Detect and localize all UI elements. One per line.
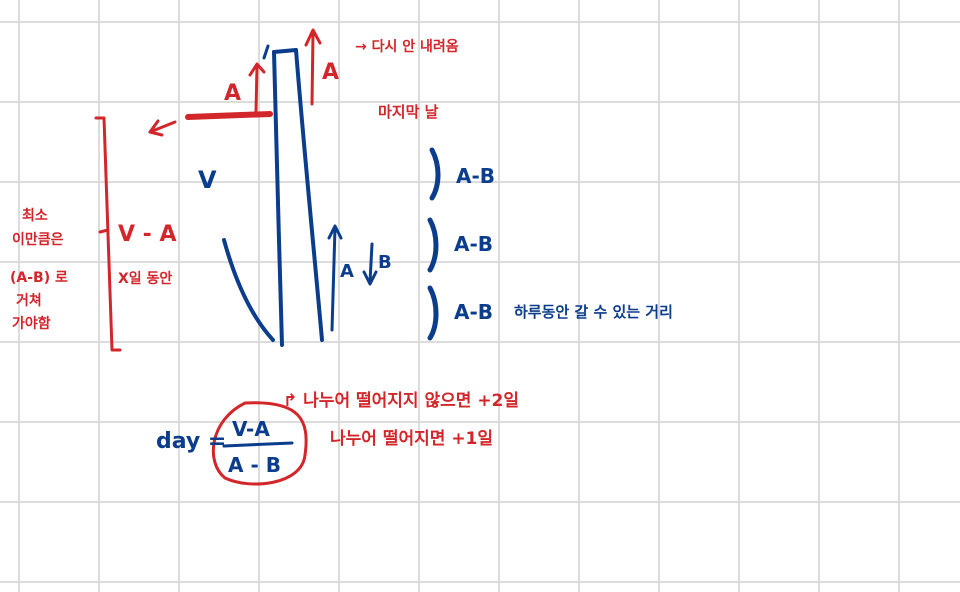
side-note-line5: 가야함 (12, 315, 51, 332)
down-arrow-B (368, 242, 374, 284)
formula-denominator: A - B (228, 453, 281, 477)
label-V: V (198, 166, 217, 194)
left-arrow-head (148, 119, 164, 137)
brace-3 (427, 285, 439, 341)
label-A-left: A (224, 81, 241, 106)
arrow-B-label: B (378, 252, 392, 273)
formula-day-label: day = (156, 429, 226, 454)
ab-label-3: A-B (454, 300, 493, 324)
left-vertical-up (254, 64, 259, 114)
v-minus-a-label: V - A (118, 222, 177, 247)
ab-label-1: A-B (456, 164, 495, 188)
side-note-line4: 거쳐 (16, 293, 42, 309)
left-up-arrowhead (248, 62, 266, 77)
side-note-line2: 이만큼은 (12, 231, 64, 248)
down-arrow-B-head (362, 270, 378, 286)
x-days-label: X일 동안 (118, 270, 172, 287)
top-ledge-line (185, 111, 273, 120)
up-arrow-A (330, 226, 337, 332)
right-up-arrow (310, 31, 315, 106)
right-up-arrowhead (304, 28, 322, 47)
left-bracket-mid-tick (98, 228, 110, 234)
brace-2 (427, 217, 439, 273)
top-note: → 다시 안 내려옴 (355, 38, 459, 55)
fraction-bar (222, 441, 294, 448)
side-note-line1: 최소 (22, 208, 48, 224)
left-arrow-line (148, 120, 177, 134)
formula-circle (211, 401, 308, 486)
daily-distance-note: 하루동안 갈 수 있는 거리 (514, 303, 673, 321)
formula-numerator: V-A (232, 417, 270, 441)
up-arrow-A-head (327, 224, 343, 240)
ground-curve (222, 238, 275, 342)
ab-label-2: A-B (454, 232, 493, 256)
arrow-A-label: A (340, 261, 354, 282)
left-up-tick (262, 44, 270, 60)
brace-1 (429, 147, 441, 201)
label-A-right: A (322, 60, 339, 85)
pole-right-edge (294, 48, 324, 342)
side-note-line3: (A-B) 로 (10, 270, 68, 286)
pole-top-edge (272, 48, 298, 54)
left-bracket (94, 116, 122, 352)
rule-divisible: 나누어 떨어지면 +1일 (330, 429, 493, 449)
last-day-note: 마지막 날 (378, 103, 439, 121)
pole-left-edge (272, 50, 284, 347)
rule-not-divisible: ↱ 나누어 떨어지지 않으면 +2일 (283, 391, 519, 411)
